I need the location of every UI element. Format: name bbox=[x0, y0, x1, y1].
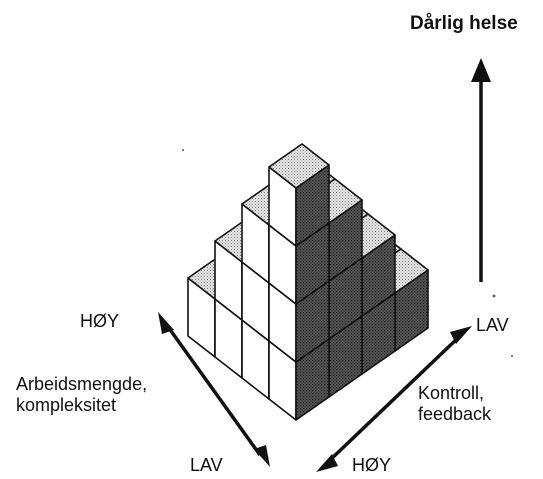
control-label-line1: Kontroll, bbox=[418, 383, 485, 403]
vertical-arrow-head bbox=[471, 58, 491, 82]
workload-label-line1: Arbeidsmengde, bbox=[16, 374, 148, 394]
workload-arrow-head-top bbox=[158, 312, 174, 334]
poor-health-label: Dårlig helse bbox=[410, 13, 518, 34]
workload-label-line2: kompleksitet bbox=[16, 395, 117, 416]
speck bbox=[492, 294, 496, 298]
workload-arrow-head-bottom bbox=[254, 445, 270, 467]
workload-low-label: LAV bbox=[190, 455, 223, 475]
speck bbox=[182, 149, 184, 151]
speck bbox=[511, 355, 513, 357]
control-label-line2: feedback bbox=[418, 403, 492, 424]
workload-high-label: HØY bbox=[80, 311, 120, 331]
control-low-label: LAV bbox=[476, 315, 509, 335]
workload-label: Arbeidsmengde, kompleksitet bbox=[16, 374, 147, 416]
control-arrow-head-top bbox=[450, 326, 472, 344]
workload-arrow-shaft bbox=[164, 322, 262, 457]
cube-top-face bbox=[268, 143, 330, 189]
control-arrow-head-bottom bbox=[316, 454, 338, 472]
control-label: Kontroll, feedback bbox=[418, 383, 491, 424]
axis-arrows bbox=[158, 58, 491, 472]
control-high-label: HØY bbox=[352, 455, 392, 475]
cube-pyramid bbox=[187, 143, 429, 421]
cube bbox=[268, 143, 330, 247]
control-arrow-shaft bbox=[326, 334, 462, 464]
